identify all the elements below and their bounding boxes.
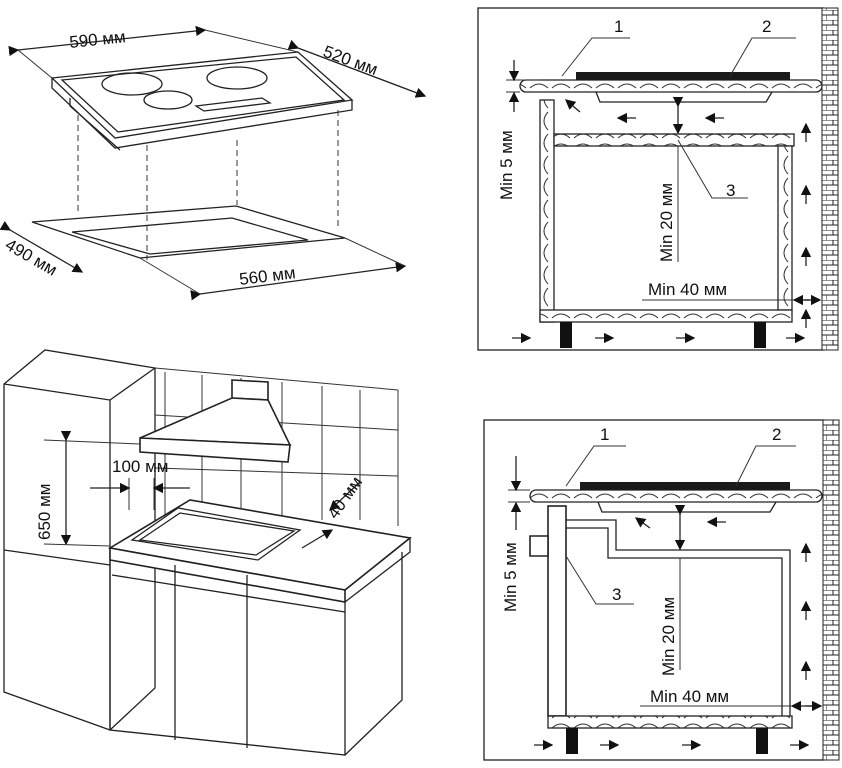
wall — [821, 7, 839, 351]
min-top-label: Min 5 мм — [501, 542, 520, 612]
hob-glass — [580, 482, 790, 490]
min-rear-label: Min 40 мм — [648, 280, 727, 299]
section-oven: Min 5 мм Min 20 мм Min 40 мм 1 2 3 — [477, 7, 839, 351]
hob-plate — [50, 51, 354, 139]
height-label: 650 мм — [35, 484, 54, 540]
worktop — [519, 79, 823, 93]
min-top-label: Min 5 мм — [497, 130, 516, 200]
cutout-width-label: 560 мм — [238, 263, 296, 289]
callout-2: 2 — [772, 425, 781, 444]
callout-1: 1 — [614, 17, 623, 36]
hob-glass — [576, 72, 790, 80]
section-drawer: Min 5 мм Min 20 мм Min 40 мм 1 2 3 — [483, 419, 840, 761]
hood-chimney — [231, 379, 269, 401]
callout-3: 3 — [612, 585, 621, 604]
burner-right — [206, 66, 268, 90]
worktop — [529, 489, 823, 503]
callout-3: 3 — [726, 181, 735, 200]
sink-cutout — [130, 507, 302, 561]
side-gap-label: 100 мм — [112, 457, 168, 476]
burner-left — [101, 72, 163, 96]
callout-2: 2 — [762, 17, 771, 36]
callout-1: 1 — [600, 425, 609, 444]
kitchen-installation-drawing: 650 мм 100 мм 40 мм — [3, 349, 412, 756]
hob-dimension-drawing: 590 мм 520 мм 490 мм 560 мм — [0, 25, 427, 301]
hood-canopy — [139, 397, 292, 446]
control-panel — [194, 97, 272, 112]
burner-front — [143, 90, 193, 110]
wall — [822, 419, 840, 761]
oven-shelf — [553, 133, 795, 147]
min-rear-label: Min 40 мм — [650, 687, 729, 706]
min-mid-label: Min 20 мм — [657, 183, 676, 262]
depth-label: 520 мм — [321, 42, 381, 79]
width-label: 590 мм — [68, 27, 126, 52]
section-frame — [483, 419, 825, 761]
min-mid-label: Min 20 мм — [659, 597, 678, 676]
